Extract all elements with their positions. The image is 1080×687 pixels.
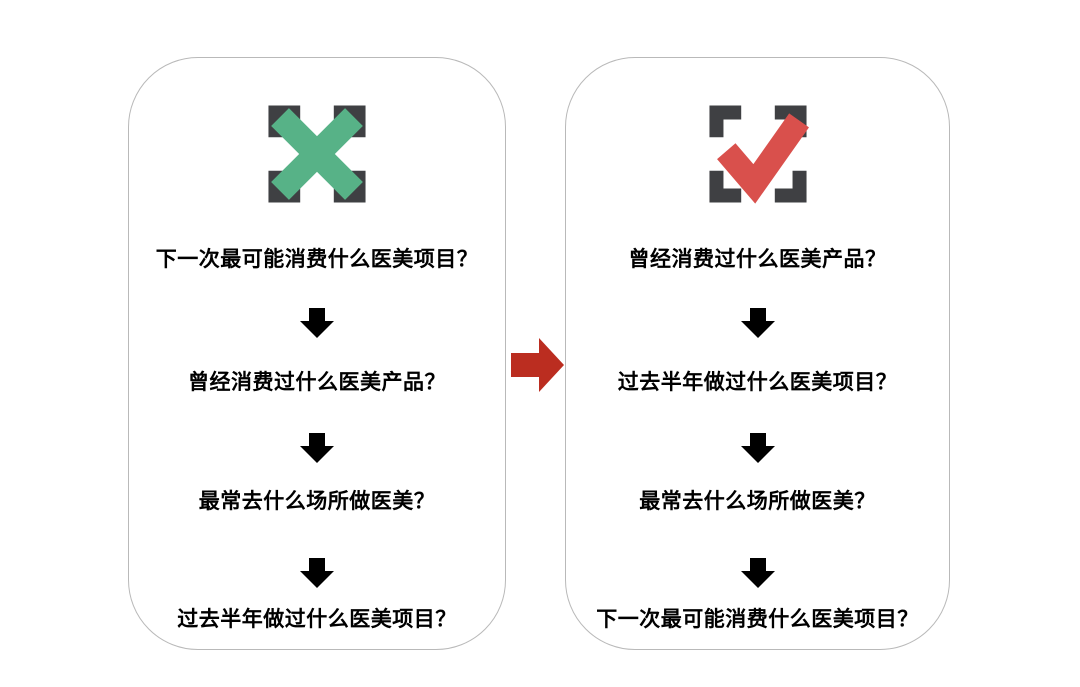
check-mark-icon (716, 113, 809, 204)
question-text: 曾经消费过什么医美产品？ (188, 371, 446, 394)
check-mark-frame-icon (708, 105, 809, 204)
x-mark-icon (271, 108, 363, 200)
question-text: 最常去什么场所做医美？ (198, 490, 436, 513)
correct-order-panel: 曾经消费过什么医美产品？ 过去半年做过什么医美项目？ 最常去什么场所做医美？ 下… (565, 57, 950, 650)
right-arrow-icon (511, 338, 564, 392)
down-arrow-icon (740, 433, 775, 463)
down-arrow-icon (300, 433, 334, 463)
down-arrow-icon (300, 308, 334, 338)
question-text: 过去半年做过什么医美项目？ (177, 608, 457, 631)
question-text: 曾经消费过什么医美产品？ (628, 248, 887, 271)
question-text: 下一次最可能消费什么医美项目？ (596, 608, 919, 631)
question-text: 过去半年做过什么医美项目？ (617, 371, 898, 394)
down-arrow-icon (740, 308, 775, 338)
question-text: 下一次最可能消费什么医美项目？ (155, 248, 479, 271)
down-arrow-icon (740, 558, 775, 588)
down-arrow-icon (300, 558, 334, 588)
x-mark-frame-icon (268, 105, 366, 203)
question-text: 最常去什么场所做医美？ (639, 490, 876, 513)
wrong-order-panel: 下一次最可能消费什么医美项目？ 曾经消费过什么医美产品？ 最常去什么场所做医美？… (128, 57, 506, 650)
